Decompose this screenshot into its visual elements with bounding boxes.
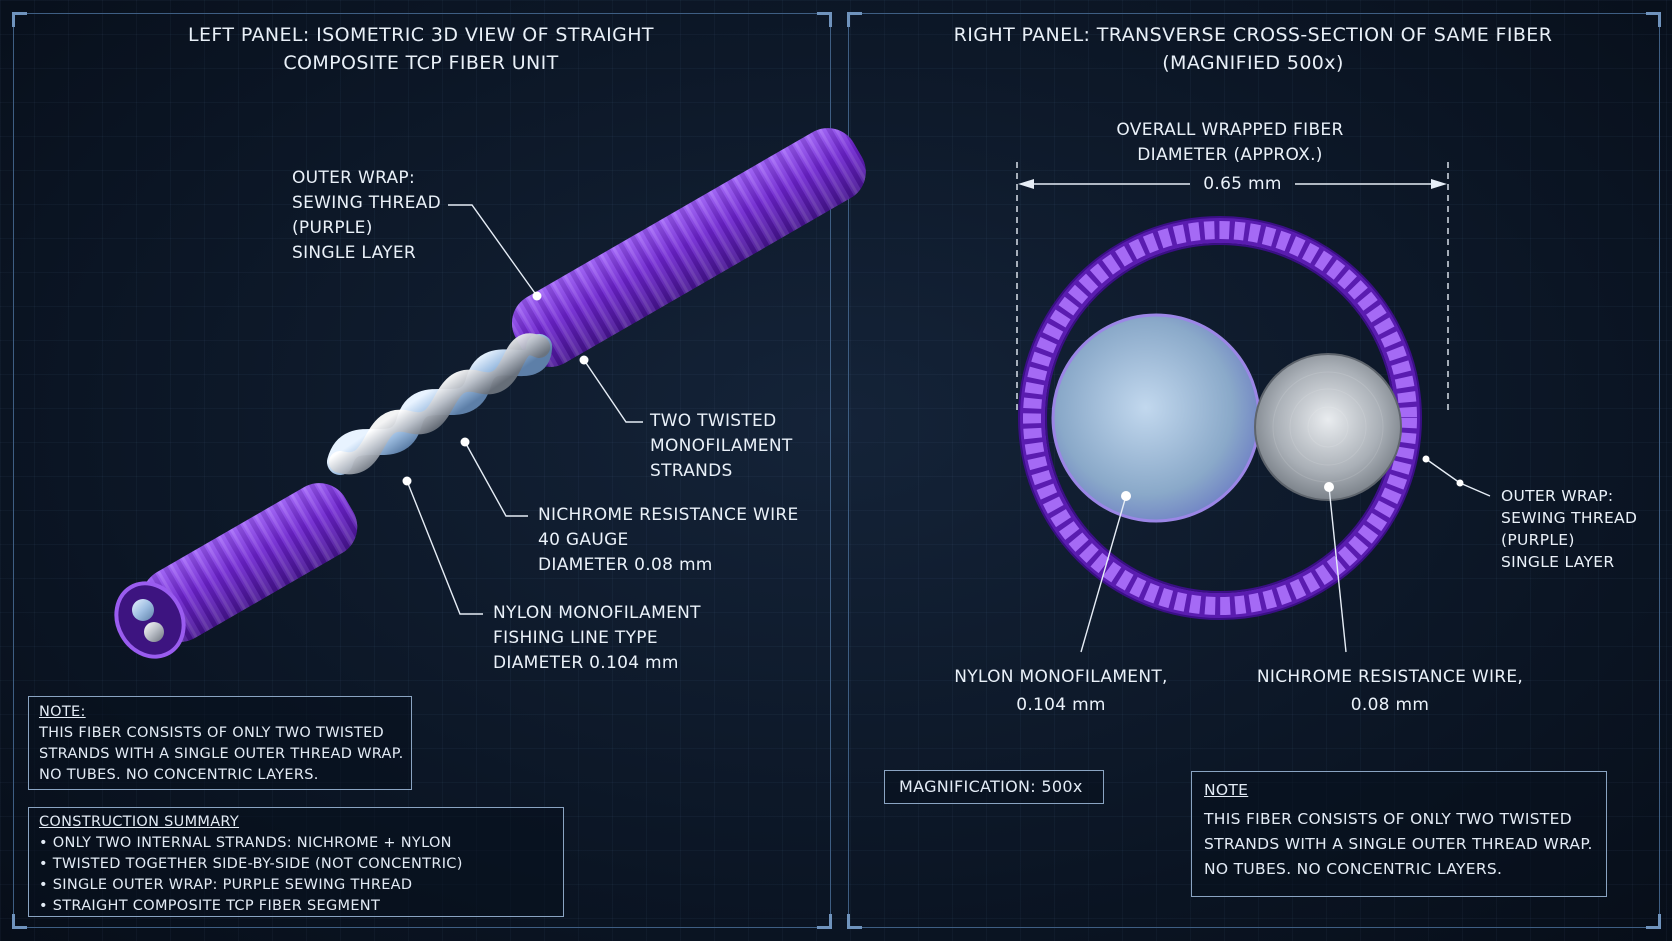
title-line: COMPOSITE TCP FIBER UNIT: [283, 52, 559, 74]
diameter-label-line: OVERALL WRAPPED FIBER: [1116, 120, 1344, 140]
frame-corner: [12, 12, 27, 27]
callout-outer-wrap-right: OUTER WRAP: SEWING THREAD (PURPLE) SINGL…: [1501, 485, 1637, 573]
callout-line: NICHROME RESISTANCE WIRE: [538, 505, 799, 525]
callout-line: (PURPLE): [292, 218, 373, 238]
callout-line: NYLON MONOFILAMENT,: [954, 667, 1168, 687]
diameter-label-line: DIAMETER (APPROX.): [1137, 145, 1323, 165]
left-leader-lines: [406, 204, 643, 615]
callout-nylon-right: NYLON MONOFILAMENT, 0.104 mm: [936, 663, 1186, 719]
frame-corner: [817, 914, 832, 929]
callout-line: DIAMETER 0.104 mm: [493, 653, 679, 673]
callout-line: DIAMETER 0.08 mm: [538, 555, 713, 575]
callout-line: STRANDS: [650, 461, 733, 481]
callout-line: SINGLE LAYER: [1501, 553, 1615, 571]
diameter-value-text: 0.65 mm: [1203, 174, 1282, 194]
diameter-value: 0.65 mm: [1190, 172, 1295, 197]
right-panel-title: RIGHT PANEL: TRANSVERSE CROSS-SECTION OF…: [848, 21, 1658, 77]
magnification-box: MAGNIFICATION: 500x: [884, 770, 1104, 804]
callout-line: NYLON MONOFILAMENT: [493, 603, 701, 623]
note-heading: NOTE:: [39, 704, 86, 720]
left-leader-dots: [402, 291, 589, 486]
callout-line: 0.08 mm: [1350, 695, 1430, 715]
construction-summary-box: CONSTRUCTION SUMMARY • ONLY TWO INTERNAL…: [28, 807, 564, 917]
callout-line: MONOFILAMENT: [650, 436, 793, 456]
title-line: LEFT PANEL: ISOMETRIC 3D VIEW OF STRAIGH…: [188, 24, 654, 46]
callout-line: FISHING LINE TYPE: [493, 628, 658, 648]
callout-line: 0.104 mm: [1016, 695, 1106, 715]
callout-outer-wrap-left: OUTER WRAP: SEWING THREAD (PURPLE) SINGL…: [292, 166, 441, 266]
note-line: THIS FIBER CONSISTS OF ONLY TWO TWISTED: [39, 725, 385, 741]
note-line: STRANDS WITH A SINGLE OUTER THREAD WRAP.: [39, 746, 404, 762]
cross-section: [1018, 216, 1422, 620]
callout-line: OUTER WRAP:: [1501, 487, 1614, 505]
callout-line: OUTER WRAP:: [292, 168, 416, 188]
diameter-dimension: [1016, 162, 1449, 412]
outer-wrap-lower: [141, 483, 358, 642]
title-line: RIGHT PANEL: TRANSVERSE CROSS-SECTION OF…: [953, 24, 1553, 46]
left-panel-title: LEFT PANEL: ISOMETRIC 3D VIEW OF STRAIGH…: [13, 21, 829, 77]
twisted-strands: [327, 333, 553, 475]
callout-line: SEWING THREAD: [292, 193, 441, 213]
callout-line: NICHROME RESISTANCE WIRE,: [1256, 667, 1524, 687]
nichrome-disc: [1254, 353, 1402, 501]
magnification-text: MAGNIFICATION: 500x: [899, 777, 1083, 796]
outer-wrap-upper: [511, 128, 866, 367]
frame-corner: [847, 12, 862, 27]
fiber-cut-end: [114, 581, 186, 659]
note-box-left: NOTE: THIS FIBER CONSISTS OF ONLY TWO TW…: [28, 696, 412, 790]
callout-nylon-left: NYLON MONOFILAMENT FISHING LINE TYPE DIA…: [493, 601, 701, 676]
callout-twisted-strands: TWO TWISTED MONOFILAMENT STRANDS: [650, 409, 793, 484]
diameter-label: OVERALL WRAPPED FIBER DIAMETER (APPROX.): [1070, 118, 1390, 168]
note-line: STRANDS WITH A SINGLE OUTER THREAD WRAP.: [1204, 835, 1593, 853]
left-panel-frame: [12, 12, 832, 929]
summary-item: • TWISTED TOGETHER SIDE-BY-SIDE (NOT CON…: [39, 856, 463, 872]
summary-item: • ONLY TWO INTERNAL STRANDS: NICHROME + …: [39, 835, 452, 851]
note-line: NO TUBES. NO CONCENTRIC LAYERS.: [1204, 860, 1503, 878]
callout-nichrome-right: NICHROME RESISTANCE WIRE, 0.08 mm: [1240, 663, 1540, 719]
frame-corner: [847, 914, 862, 929]
frame-corner: [12, 914, 27, 929]
frame-corner: [817, 12, 832, 27]
note-heading: NOTE: [1204, 781, 1249, 799]
callout-nichrome-left: NICHROME RESISTANCE WIRE 40 GAUGE DIAMET…: [538, 503, 799, 578]
summary-item: • STRAIGHT COMPOSITE TCP FIBER SEGMENT: [39, 898, 381, 914]
note-line: THIS FIBER CONSISTS OF ONLY TWO TWISTED: [1204, 810, 1573, 828]
note-box-right: NOTE THIS FIBER CONSISTS OF ONLY TWO TWI…: [1191, 771, 1607, 897]
callout-line: TWO TWISTED: [650, 411, 777, 431]
nylon-disc: [1051, 313, 1261, 523]
frame-corner: [1646, 914, 1661, 929]
callout-line: (PURPLE): [1501, 531, 1575, 549]
callout-line: SEWING THREAD: [1501, 509, 1638, 527]
summary-item: • SINGLE OUTER WRAP: PURPLE SEWING THREA…: [39, 877, 413, 893]
right-panel-frame: [847, 12, 1661, 929]
right-leader-dots: [1121, 455, 1464, 501]
callout-line: 40 GAUGE: [538, 530, 629, 550]
frame-corner: [1646, 12, 1661, 27]
summary-heading: CONSTRUCTION SUMMARY: [39, 814, 240, 830]
fiber-3d-view: [114, 128, 866, 659]
note-line: NO TUBES. NO CONCENTRIC LAYERS.: [39, 767, 319, 783]
title-line: (MAGNIFIED 500x): [1162, 52, 1344, 74]
callout-line: SINGLE LAYER: [292, 243, 417, 263]
